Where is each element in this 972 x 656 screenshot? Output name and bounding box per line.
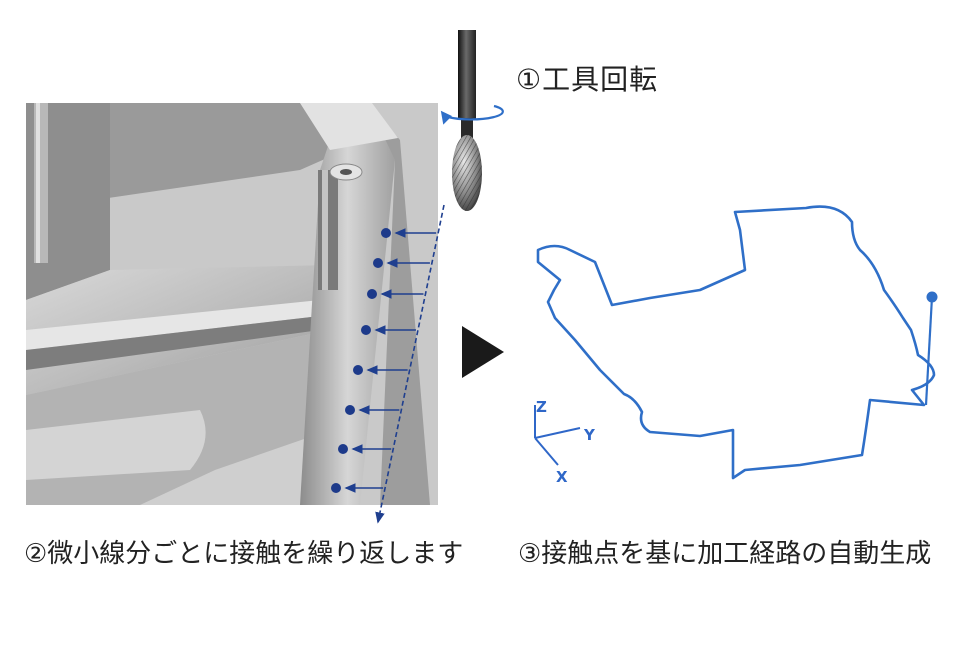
cutting-tool xyxy=(452,30,482,211)
contact-points xyxy=(331,228,437,493)
toolpath-generation-label: ③接触点を基に加工経路の自動生成 xyxy=(518,539,932,569)
y-axis-line xyxy=(534,427,581,439)
y-axis-label: Y xyxy=(583,426,596,444)
contact-dot xyxy=(381,228,391,238)
z-axis-label: Z xyxy=(536,398,547,416)
contact-dot xyxy=(345,405,355,415)
generated-toolpath xyxy=(536,205,936,480)
workpiece-photo xyxy=(26,103,438,505)
next-step-triangle-icon xyxy=(462,326,504,378)
contact-dot xyxy=(331,483,341,493)
x-axis-line xyxy=(534,437,559,466)
contact-path-line xyxy=(375,204,445,524)
tool-rotation-label: ①工具回転 xyxy=(516,63,659,96)
contact-repeat-label: ②微小線分ごとに接触を繰り返します xyxy=(24,539,464,569)
x-axis-label: X xyxy=(556,468,568,486)
contact-dot xyxy=(338,444,348,454)
contact-dot xyxy=(353,365,363,375)
toolpath-approach-line xyxy=(924,296,934,406)
rotation-arrow-icon xyxy=(440,104,504,125)
axes-indicator xyxy=(534,405,581,466)
toolpath-start-dot xyxy=(926,291,938,303)
contact-dot xyxy=(367,289,377,299)
contact-dot xyxy=(361,325,371,335)
contact-dot xyxy=(373,258,383,268)
